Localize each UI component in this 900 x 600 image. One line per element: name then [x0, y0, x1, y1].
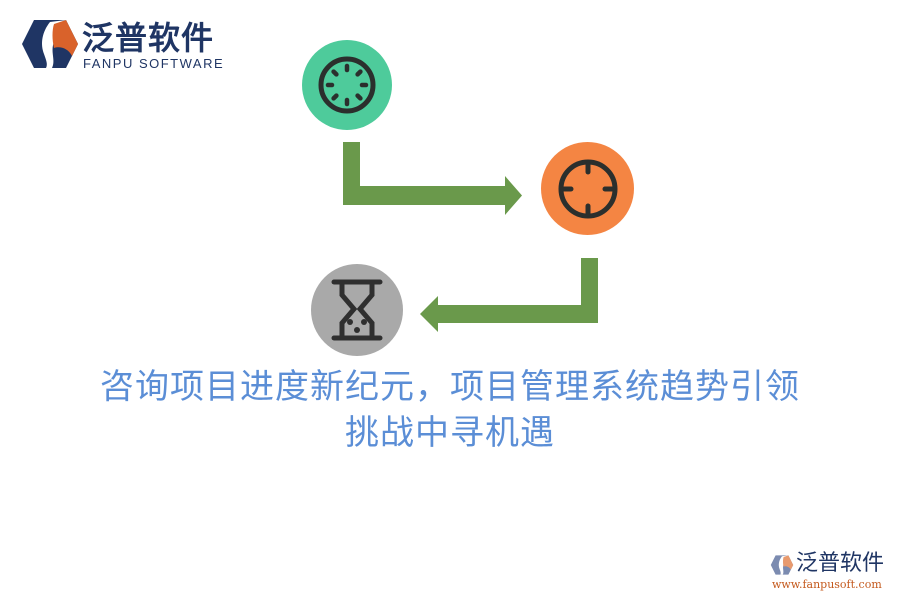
loading-spinner-icon: [318, 56, 376, 114]
page-title: 咨询项目进度新纪元，项目管理系统趋势引领 挑战中寻机遇: [0, 364, 900, 456]
title-line-1: 咨询项目进度新纪元，项目管理系统趋势引领: [100, 367, 800, 407]
step-1-circle: [302, 40, 392, 130]
brand-logo: 泛普软件 FANPU SOFTWARE: [20, 18, 240, 74]
watermark-name-cn: 泛普软件: [796, 551, 885, 576]
step-2-circle: [541, 142, 634, 235]
watermark-url: www.fanpusoft.com: [772, 578, 882, 591]
brand-name-cn: 泛普软件: [82, 19, 215, 57]
hourglass-icon: [331, 279, 383, 341]
fanpu-hexagon-logo-icon: [22, 20, 78, 68]
title-line-2: 挑战中寻机遇: [345, 413, 555, 453]
arrow-right-icon: [343, 142, 522, 215]
crosshair-target-icon: [558, 159, 617, 218]
arrow-left-icon: [420, 258, 598, 332]
watermark: 泛普软件 www.fanpusoft.com: [770, 551, 895, 596]
brand-name-en: FANPU SOFTWARE: [83, 56, 225, 71]
fanpu-hexagon-logo-icon: [770, 555, 794, 575]
step-3-circle: [311, 264, 403, 356]
